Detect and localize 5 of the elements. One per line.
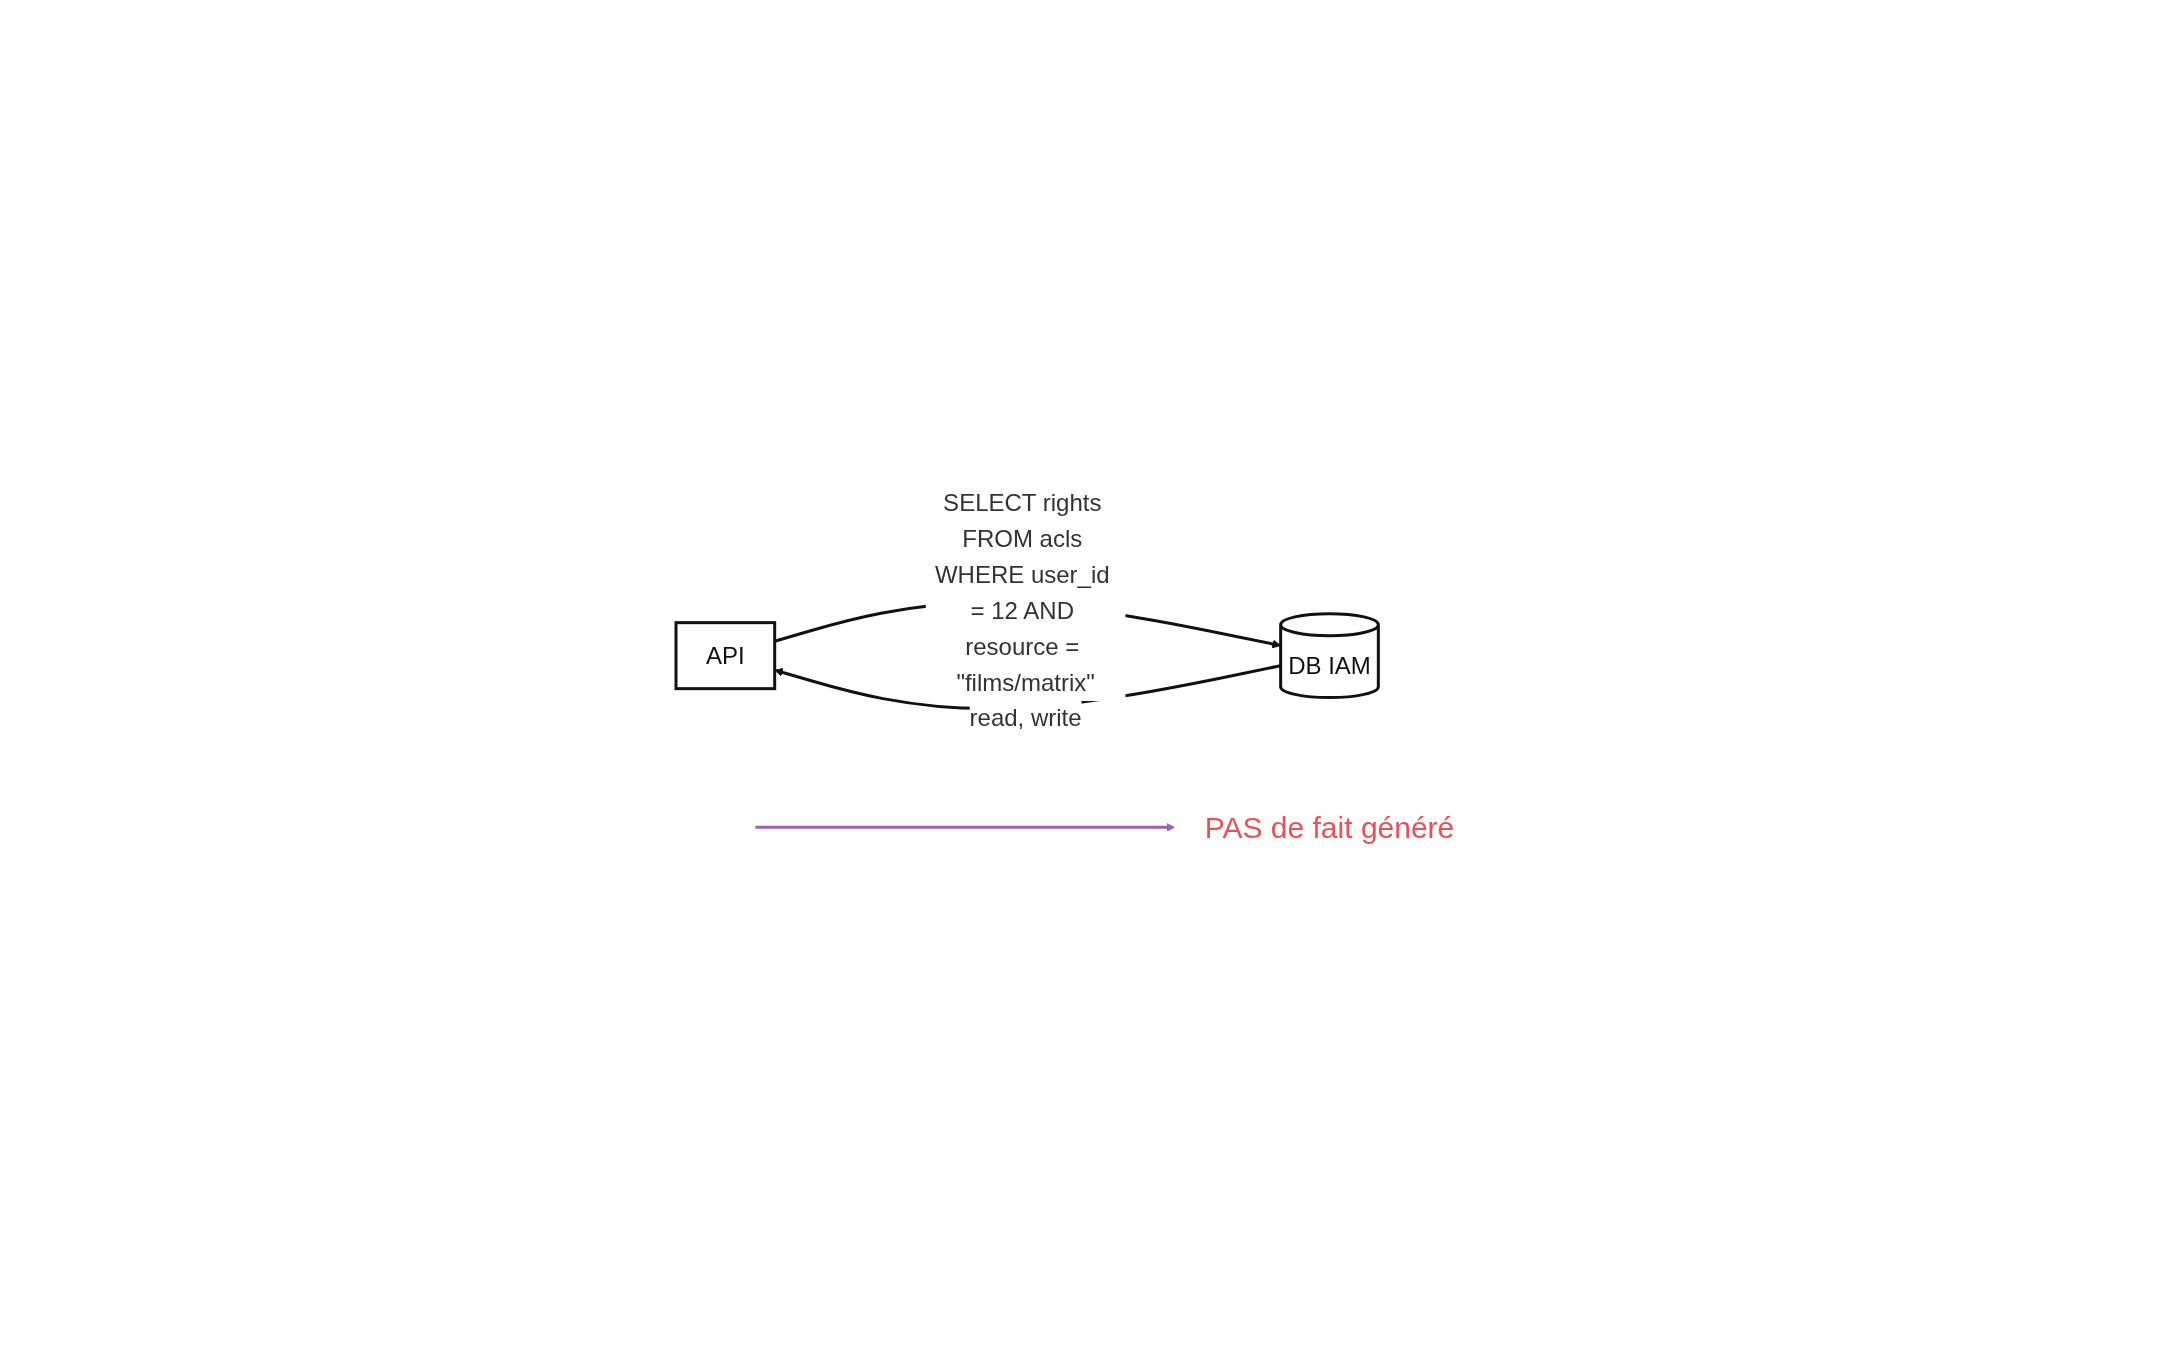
- edge-label: read, write: [969, 704, 1082, 732]
- edge-label: SELECT rights FROM acls WHERE user_id = 12 AND resource = "films/matrix": [934, 489, 1110, 697]
- arrow: [755, 822, 1175, 832]
- node-box: API: [674, 621, 777, 691]
- node-text: PAS de fait généré: [1204, 810, 1455, 844]
